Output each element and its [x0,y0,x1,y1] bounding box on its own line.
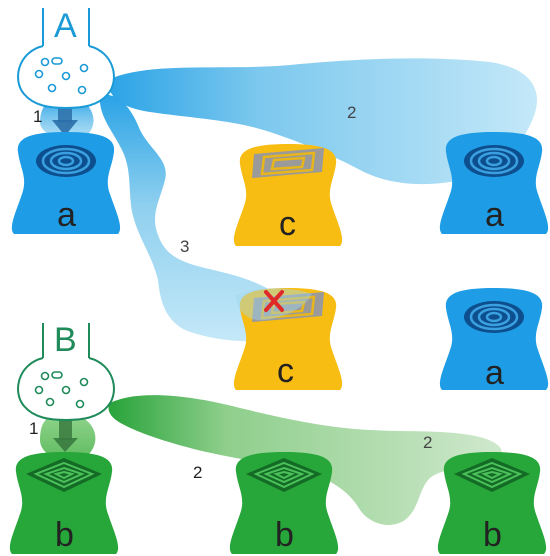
receptor-label: a [485,354,504,392]
pathway-a-step-1-label: 1 [33,107,42,126]
concentric-circles-icon [464,301,524,333]
receptor-b-row3-middle: b [229,452,339,554]
receptor-label: a [57,196,76,234]
receptor-label: c [279,205,296,243]
receptor-label: b [275,516,294,554]
pathway-a-to-right-a [108,58,537,185]
concentric-circles-icon [464,145,524,177]
receptor-a-row1-right: a [439,132,549,234]
pathway-a-to-middle-c [99,94,297,342]
flask-b-letter: B [54,321,77,359]
receptor-a-row1-left: a [11,132,121,234]
flask-b: B [17,321,115,422]
concentric-diamond-icon [454,458,530,492]
pathway-b-to-left-b [40,415,96,461]
red-x-icon [264,290,284,312]
concentric-diamond-icon [246,458,322,492]
receptor-c-row1-middle: c [233,144,343,246]
pathway-b-step-2-left-label: 2 [193,463,202,482]
receptor-b-row3-right: b [437,452,547,554]
concentric-diamond-icon [26,458,102,492]
receptor-label: c [277,352,294,390]
flask-a: A [17,7,115,110]
pathway-a-step-2-label: 2 [347,103,356,122]
pathway-b-step-1-label: 1 [29,419,38,438]
pathway-a-step-3-label: 3 [180,237,189,256]
receptor-label: a [485,196,504,234]
molecules-a-icon [34,57,89,95]
flask-a-letter: A [54,7,77,45]
receptor-c-row2-middle: c [233,288,343,390]
receptor-label: b [55,516,74,554]
receptor-a-row2-right: a [439,288,549,392]
concentric-rectangle-icon [252,148,324,178]
receptor-label: b [483,516,502,554]
molecules-b-icon [34,371,89,409]
receptor-b-row3-left: b [9,452,119,554]
pathway-b-step-2-right-label: 2 [423,433,432,452]
concentric-circles-icon [36,145,96,177]
